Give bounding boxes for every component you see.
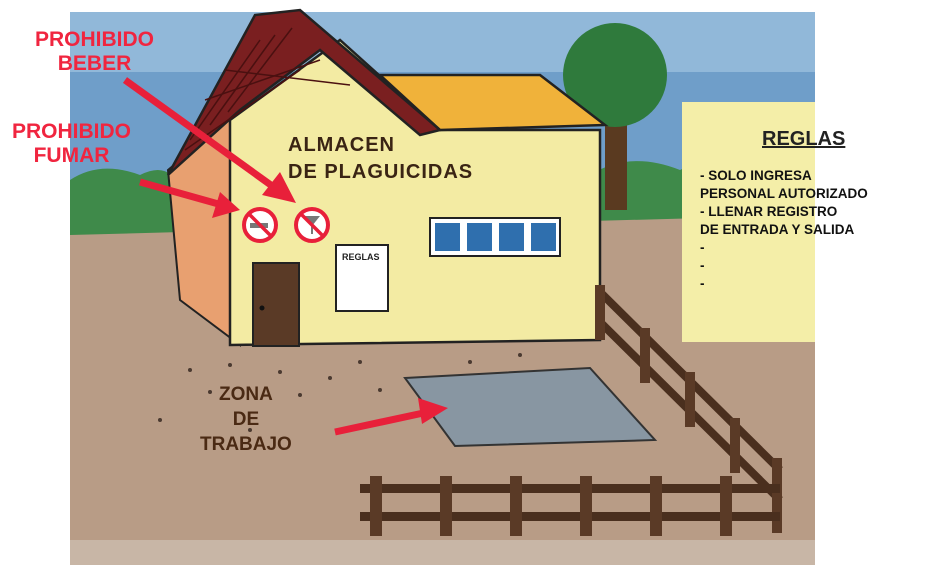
rules-line: - — [700, 240, 705, 255]
arrow-work-zone — [334, 408, 429, 436]
label-work-zone: ZONA DE TRABAJO — [200, 382, 292, 457]
rules-title: REGLAS — [762, 128, 846, 150]
label-work-zone-line1: ZONA — [219, 384, 273, 405]
arrows — [122, 77, 448, 436]
tree-crown — [563, 23, 667, 127]
no-smoking-sign-icon — [242, 207, 278, 243]
label-no-smoke-line1: PROHIBIDO — [12, 120, 132, 143]
sky-haze — [70, 12, 815, 72]
label-no-drink: PROHIBIDO BEBER — [35, 28, 154, 76]
arrow-no-drink-head — [262, 172, 296, 203]
rules-line: DE ENTRADA Y SALIDA — [700, 222, 855, 237]
warehouse-title-line2: DE PLAGUICIDAS — [288, 161, 474, 183]
door — [252, 262, 300, 347]
ground-edge — [70, 540, 815, 565]
rules-line: - — [700, 258, 705, 273]
roof-tiles — [166, 8, 443, 176]
window-row — [429, 217, 561, 257]
fence-right — [595, 285, 783, 533]
fence-front — [360, 476, 780, 536]
label-no-drink-line2: BEBER — [57, 52, 132, 75]
arrow-no-drink — [122, 77, 278, 191]
arrow-no-smoke — [139, 178, 223, 209]
rules-line: - LLENAR REGISTRO — [700, 204, 838, 219]
wall-sign-text: REGLAS — [342, 252, 380, 262]
house-front-wall — [228, 38, 602, 347]
label-no-smoke-line2: FUMAR — [33, 144, 110, 167]
door-knob — [259, 305, 265, 311]
rules-board-content: REGLAS - SOLO INGRESA PERSONAL AUTORIZAD… — [700, 128, 910, 293]
gravel — [158, 353, 522, 432]
warehouse-title-line1: ALMACEN — [288, 134, 395, 156]
work-zone-area — [403, 366, 658, 448]
rules-line: - SOLO INGRESA — [700, 168, 812, 183]
label-no-drink-line1: PROHIBIDO — [35, 28, 155, 51]
rules-line: - — [700, 276, 705, 291]
label-work-zone-line2: DE — [232, 409, 260, 430]
label-no-smoke: PROHIBIDO FUMAR — [12, 120, 131, 168]
rules-line: PERSONAL AUTORIZADO — [700, 186, 868, 201]
arrow-no-smoke-head — [212, 192, 240, 218]
rules-board — [682, 102, 815, 342]
no-drinking-sign-icon — [294, 207, 330, 243]
arrow-work-zone-head — [418, 398, 448, 424]
warehouse-title: ALMACEN DE PLAGUICIDAS — [288, 132, 473, 186]
wall-rules-sign — [335, 244, 389, 312]
label-work-zone-line3: TRABAJO — [200, 434, 292, 455]
